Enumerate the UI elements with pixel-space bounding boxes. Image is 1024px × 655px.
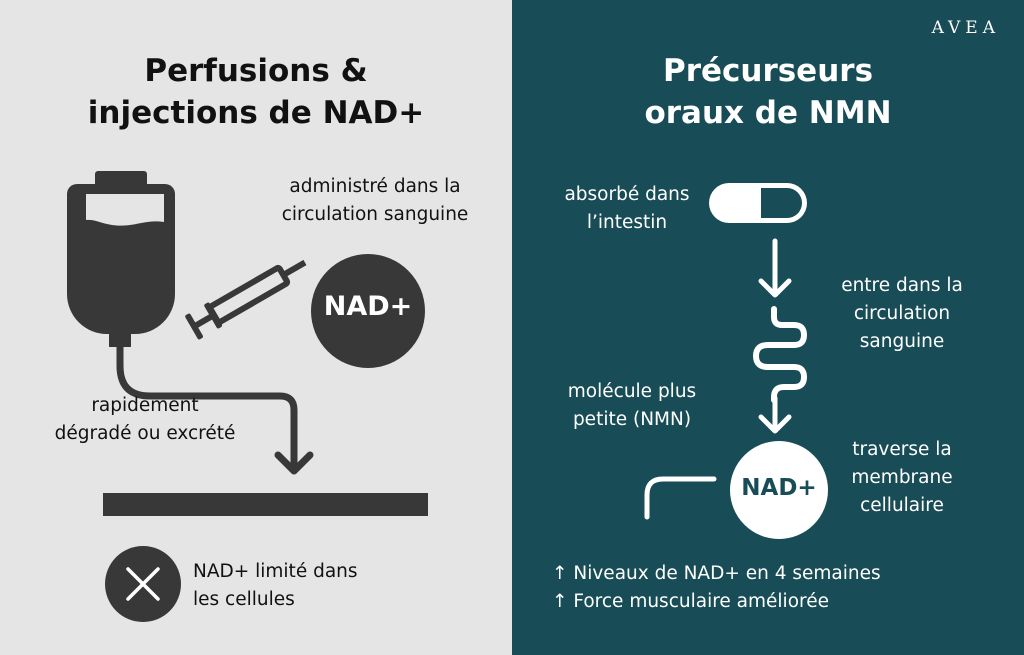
cell-membrane-icon [644,476,717,520]
absorbed-text: absorbé dans l’intestin [564,184,690,233]
administered-text: administré dans la circulation sanguine [281,176,469,225]
benefits-list: ↑ Niveaux de NAD+ en 4 semaines ↑ Force … [552,560,992,616]
nad-circle-white [730,441,828,539]
nad-circle-dark [311,254,425,368]
x-circle-icon [105,546,181,622]
left-illustration [67,171,428,622]
benefit-item: ↑ Force musculaire améliorée [552,591,829,612]
right-title: Précurseurs oraux de NMN [644,53,892,131]
capsule-icon [709,183,807,223]
degraded-text: rapidement dégradé ou excrété [54,395,236,444]
right-illustration [644,183,828,539]
iv-bag-icon [67,171,175,347]
left-panel-infusions: Perfusions & injections de NAD+ [0,0,512,655]
membrane-bar [103,493,428,516]
avea-logo: AVEA [931,18,1000,38]
benefit-item: ↑ Niveaux de NAD+ en 4 semaines [552,563,881,584]
right-panel-nmn: AVEA Précurseurs oraux de NMN NAD+ absor… [512,0,1024,655]
smaller-molecule-text: molécule plus petite (NMN) [567,381,697,430]
nad-label-right: NAD+ [741,475,817,501]
left-title: Perfusions & injections de NAD+ [87,53,425,131]
nad-label-left: NAD+ [323,291,413,322]
limited-result-text: NAD+ limité dans les cellules [193,561,358,610]
down-arrow-icon [758,238,792,298]
tube-arrow-icon [116,342,314,475]
intestine-icon [753,306,807,403]
enters-bloodstream-text: entre dans la circulation sanguine [841,275,963,352]
down-arrow-icon [758,395,792,434]
crosses-membrane-text: traverse la membrane cellulaire [851,439,953,516]
syringe-icon [185,259,307,340]
